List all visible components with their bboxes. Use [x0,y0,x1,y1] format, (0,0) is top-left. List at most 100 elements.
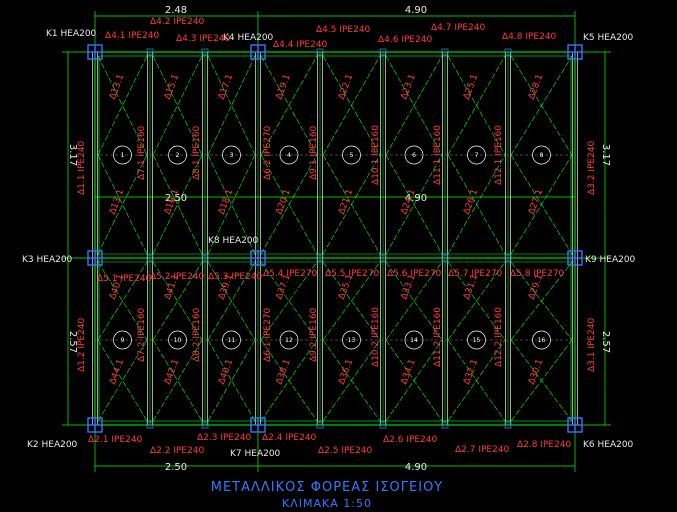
brace-x [207,339,256,422]
brace-x [447,154,506,255]
dim-mid-right: 4.90 [405,193,427,204]
brace-x [152,261,203,341]
vertical-beam [572,52,578,425]
node-circle: 11 [222,330,241,350]
svg-text:2: 2 [176,152,180,159]
column-marker [567,250,583,266]
brace-label: Δ22.1 [337,73,355,101]
vertical-beam [92,52,98,425]
beam-label-d62: Δ6.2 IPE270 [263,125,273,180]
dim-bottom-left: 2.50 [165,462,187,473]
svg-text:6: 6 [412,152,416,159]
drawing-title: ΜΕΤΑΛΛΙΚΟΣ ΦΟΡΕΑΣ ΙΣΟΓΕΙΟΥ [211,480,444,495]
beam-label-d47: Δ4.7 IPE240 [431,23,486,33]
beam-joint [316,254,324,262]
beam-joint [146,421,154,429]
brace-x [152,154,203,255]
beam-joint [441,421,449,429]
brace-x [322,154,381,255]
brace-label: Δ19.1 [274,73,292,101]
brace-x [322,339,381,422]
dim-top-left: 2.48 [165,5,187,16]
brace-x [97,55,148,156]
dim-mid-left: 2.50 [165,193,187,204]
brace-x [260,261,318,341]
column-marker [250,250,266,266]
brace-x [510,154,573,255]
vertical-beam [505,52,511,425]
brace-label: Δ25.1 [462,73,480,101]
beam-label-d32: Δ3.2 IPE240 [587,140,597,195]
brace-x [510,339,573,422]
svg-text:10: 10 [174,337,182,344]
brace-label: Δ20.1 [274,188,292,216]
beam-label-d112: Δ11.2 IPE160 [433,307,443,367]
beam-label-d91: Δ9.1 IPE160 [309,125,319,180]
column-markers [87,44,583,433]
brace-x [260,339,318,422]
beam-label-d43: Δ4.3 IPE240 [176,34,231,44]
beam-label-d46: Δ4.6 IPE240 [378,35,433,45]
beam-label-d56: Δ5.6 IPE270 [387,269,442,279]
brace-x [97,154,148,255]
beam-joint [441,48,449,56]
beam-label-d24: Δ2.4 IPE240 [262,433,317,443]
svg-text:13: 13 [348,337,356,344]
column-label-k1: K1 HEA200 [46,29,97,39]
beam-joint [316,48,324,56]
svg-text:1: 1 [121,152,125,159]
brace-x [385,339,443,422]
brace-label: Δ17.1 [217,73,235,101]
column-label-k9: K9 HEA200 [585,255,636,265]
beam-joint [146,48,154,56]
brace-x [447,339,506,422]
beam-joint [379,421,387,429]
column-label-k6: K6 HEA200 [583,440,634,450]
beam-label-d57: Δ5.7 IPE270 [448,269,503,279]
brace-x [322,55,381,156]
node-circle: 3 [222,145,241,165]
beam-label-d22: Δ2.2 IPE240 [150,446,205,456]
beam-label-d122: Δ12.2 IPE160 [494,307,504,367]
node-circle: 1 [113,145,132,165]
column-marker [250,44,266,60]
vertical-beam [442,52,448,425]
beam-label-d61: Δ6.1 IPE270 [263,307,273,362]
brace-label: Δ26.1 [462,188,480,216]
beam-joint [201,254,209,262]
beam-label-d44: Δ4.4 IPE240 [273,40,328,50]
beam-joint [379,48,387,56]
column-marker [87,250,103,266]
beam-label-d58: Δ5.8 IPE270 [510,269,565,279]
column-marker [87,417,103,433]
beam-label-d92: Δ9.2 IPE160 [309,307,319,362]
svg-text:3: 3 [230,152,234,159]
beam-label-d111: Δ11.1 IPE160 [433,125,443,185]
node-circle: 15 [467,330,486,350]
beam-label-d53: Δ5.3 IPE240 [208,272,263,282]
beam-label-d52: Δ5.2 IPE240 [150,272,205,282]
node-circle: 10 [168,330,187,350]
column-label-k3: K3 HEA200 [22,255,73,265]
node-circle: 14 [404,330,424,350]
beam-label-d121: Δ12.1 IPE160 [494,125,504,185]
beam-label-d41: Δ4.1 IPE240 [105,31,160,41]
svg-text:8: 8 [540,152,544,159]
dim-left-upper: 3.17 [67,144,78,166]
beam-label-d48: Δ4.8 IPE240 [502,32,557,42]
brace-x [207,261,256,341]
node-circle: 5 [342,145,361,165]
column-marker [87,44,103,60]
svg-text:5: 5 [350,152,354,159]
brace-x [260,154,318,255]
svg-text:16: 16 [538,337,546,344]
beam-label-d71: Δ7.1 IPE160 [137,125,147,180]
column-label-k7: K7 HEA200 [230,449,281,459]
beam-label-d26: Δ2.6 IPE240 [383,435,438,445]
node-circle: 13 [342,330,361,350]
svg-text:15: 15 [473,337,481,344]
beam-joint [504,421,512,429]
column-label-k5: K5 HEA200 [583,33,634,43]
node-circle: 2 [168,145,187,165]
